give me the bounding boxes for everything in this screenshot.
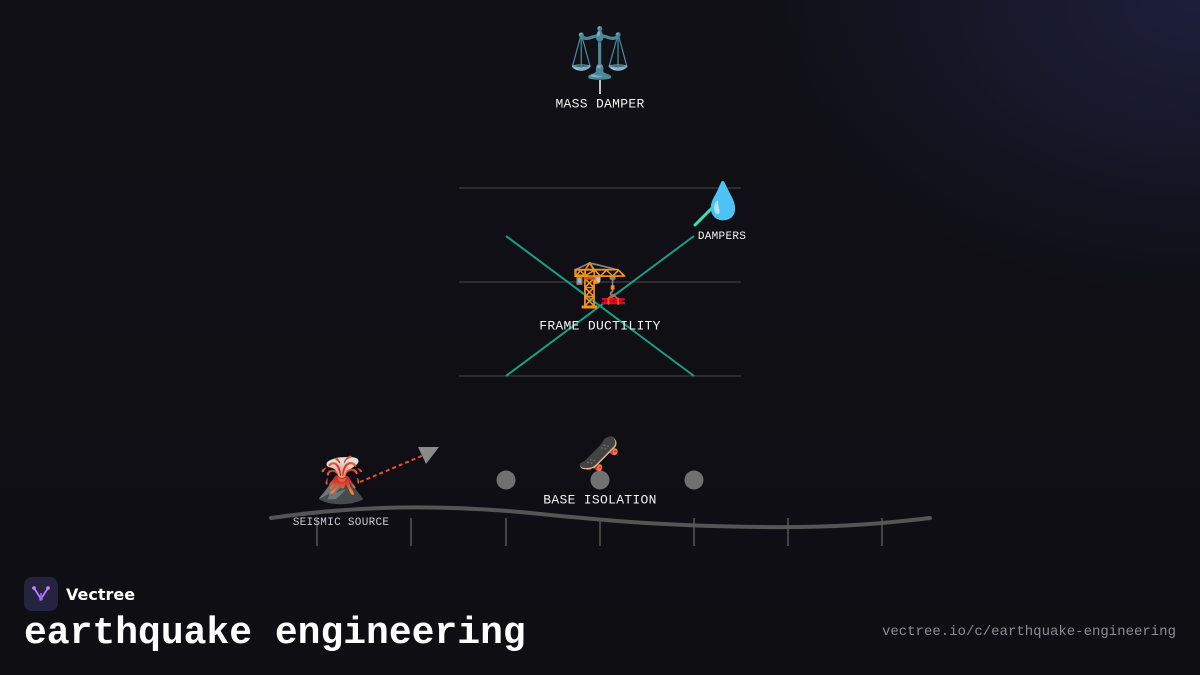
- page-title: earthquake engineering: [24, 612, 526, 655]
- ground-ticks: [316, 518, 883, 546]
- base-isolation-label: BASE ISOLATION: [543, 492, 657, 508]
- brace-right: [505, 235, 695, 377]
- bearing-left: [496, 470, 516, 490]
- seismic-arrow-head: [418, 447, 439, 464]
- mass-damper-icon: ⚖️: [568, 29, 632, 86]
- brand: Vectree: [24, 577, 135, 611]
- ground-wave: [269, 505, 932, 530]
- mass-damper-label: MASS DAMPER: [555, 96, 645, 112]
- damper-accent-line: [693, 202, 718, 227]
- bearing-center: [590, 470, 610, 490]
- frame-ductility-icon: 🏗️: [571, 261, 629, 313]
- dampers-icon: 💧: [700, 183, 746, 224]
- dampers-label: DAMPERS: [697, 231, 747, 243]
- brand-name: Vectree: [66, 584, 136, 604]
- source-url[interactable]: vectree.io/c/earthquake-engineering: [881, 624, 1176, 640]
- seismic-wave-line: [359, 454, 425, 483]
- bearing-right: [684, 470, 704, 490]
- vectree-logo-icon: [24, 577, 58, 611]
- seismic-source-label: SEISMIC SOURCE: [292, 517, 390, 529]
- seismic-source-icon: 🌋: [313, 459, 369, 509]
- frame-ductility-label: FRAME DUCTILITY: [539, 318, 661, 334]
